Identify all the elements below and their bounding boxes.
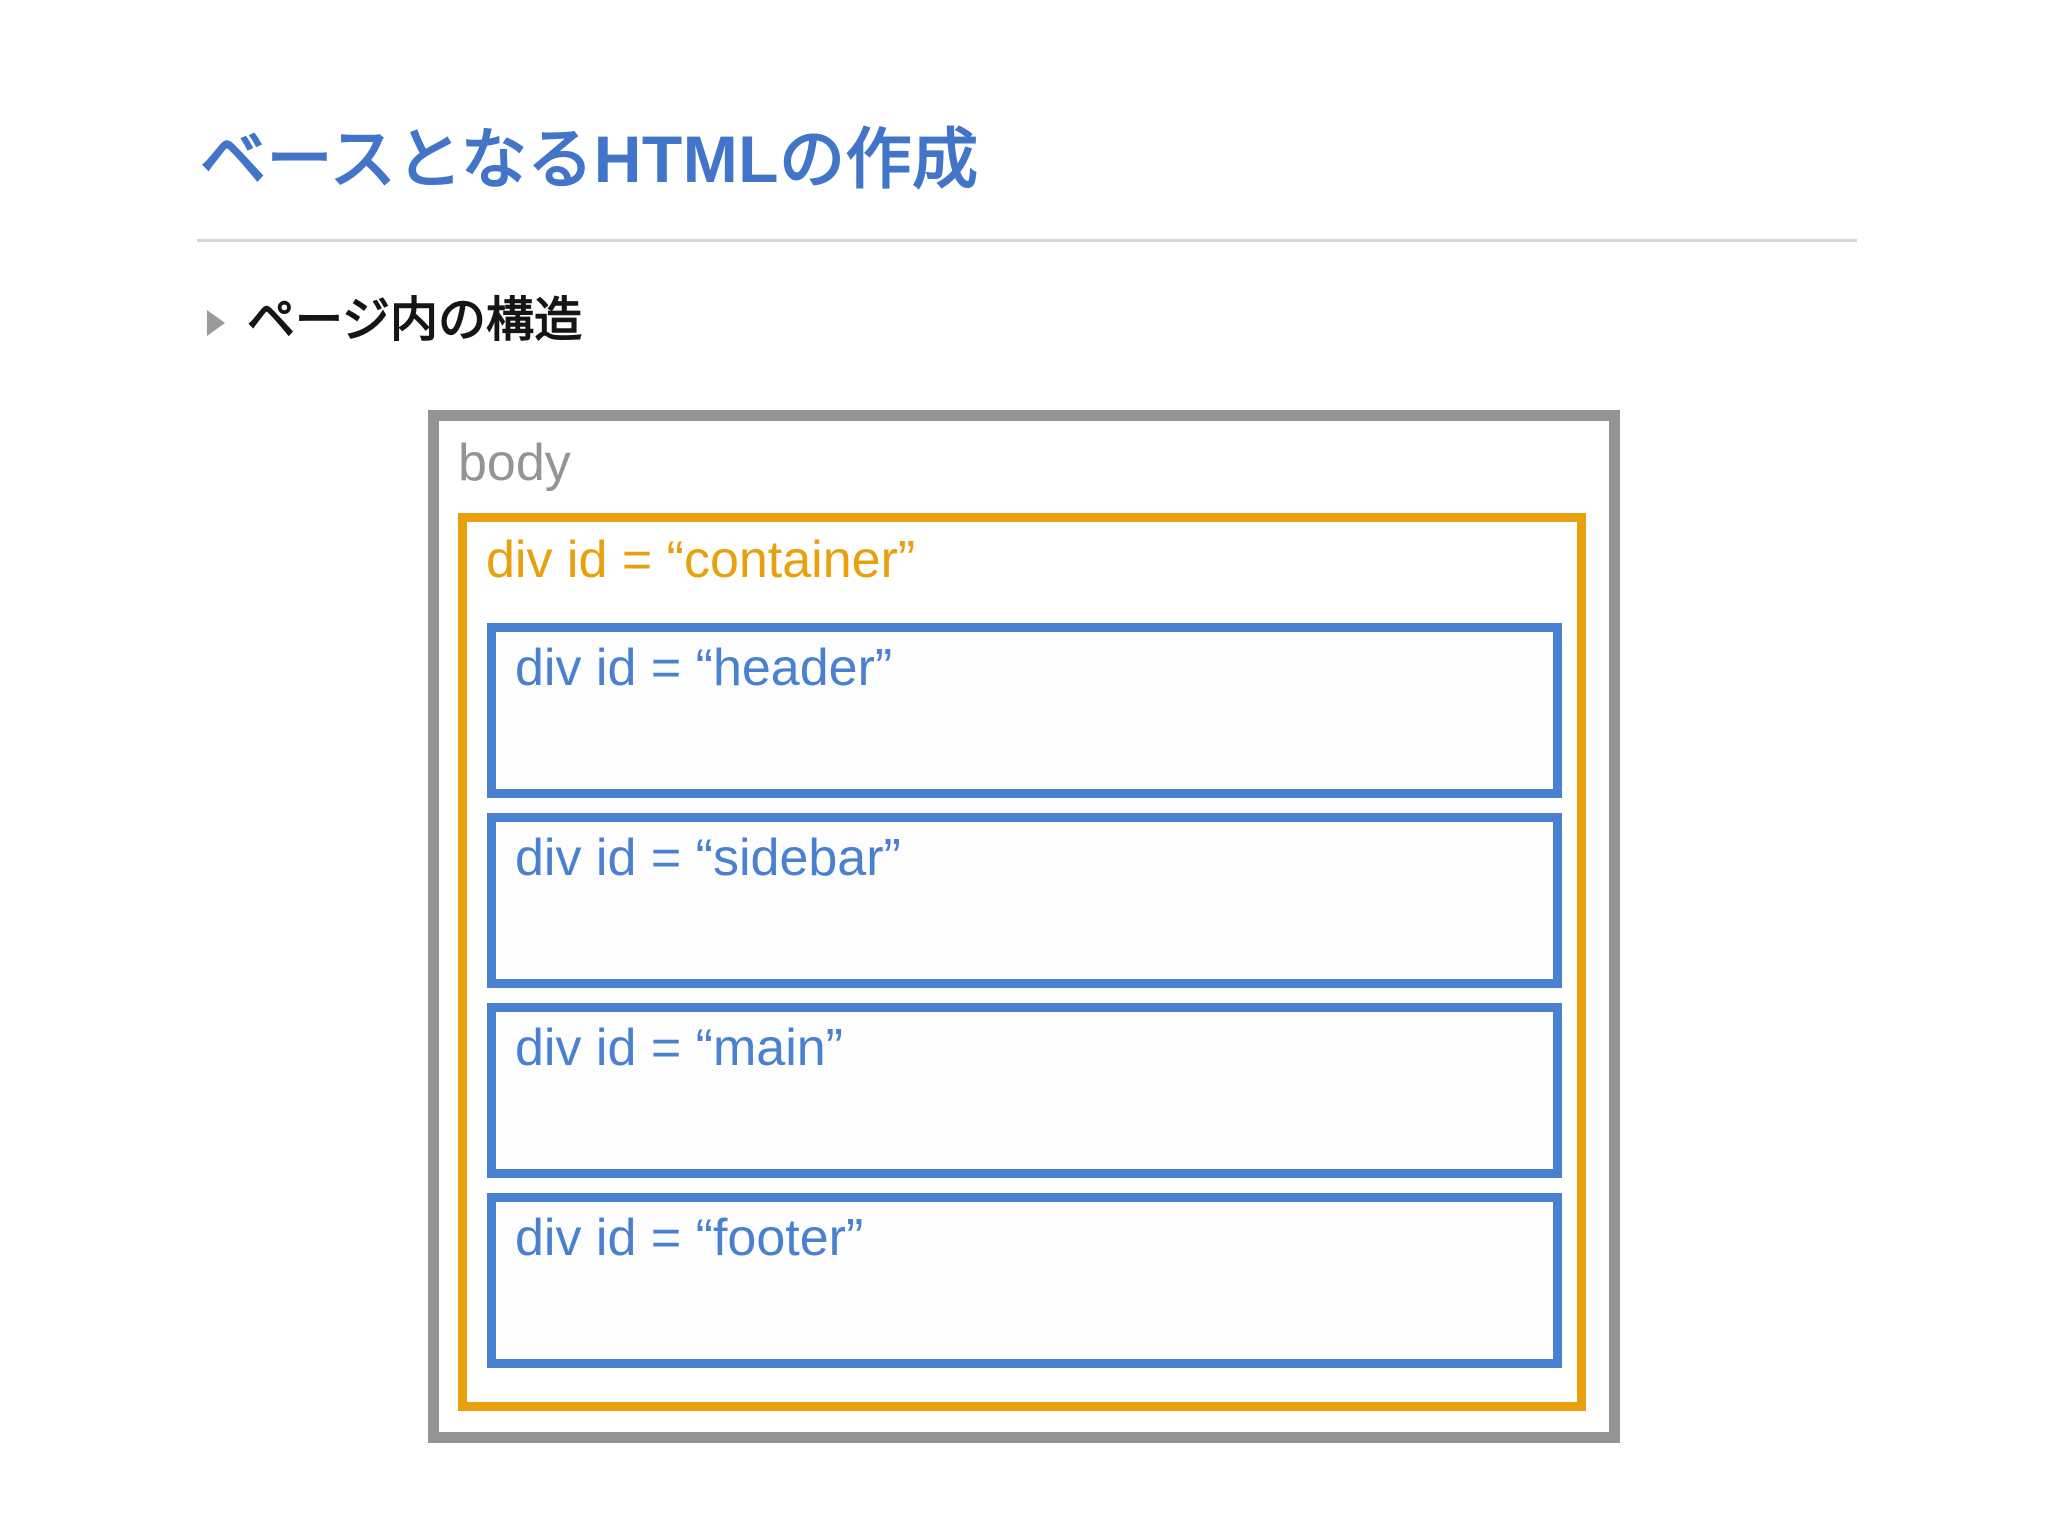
- child-box-label: div id = “header”: [515, 639, 893, 697]
- diagram-child-list: div id = “header” div id = “sidebar” div…: [487, 623, 1562, 1368]
- container-box-label: div id = “container”: [486, 531, 916, 589]
- diagram-body-box: body div id = “container” div id = “head…: [428, 410, 1620, 1443]
- child-box-label: div id = “sidebar”: [515, 829, 901, 887]
- child-box-label: div id = “main”: [515, 1019, 843, 1077]
- diagram-container-box: div id = “container” div id = “header” d…: [458, 513, 1586, 1411]
- diagram-child-box-footer: div id = “footer”: [487, 1193, 1562, 1368]
- triangle-right-icon: [207, 310, 225, 337]
- body-box-label: body: [458, 434, 571, 492]
- bullet-item: ページ内の構造: [207, 294, 583, 348]
- diagram-child-box-sidebar: div id = “sidebar”: [487, 813, 1562, 988]
- diagram-child-box-header: div id = “header”: [487, 623, 1562, 798]
- page-title: ベースとなるHTMLの作成: [200, 122, 979, 196]
- child-box-label: div id = “footer”: [515, 1209, 864, 1267]
- title-divider: [197, 239, 1857, 242]
- diagram-child-box-main: div id = “main”: [487, 1003, 1562, 1178]
- bullet-item-label: ページ内の構造: [247, 294, 583, 347]
